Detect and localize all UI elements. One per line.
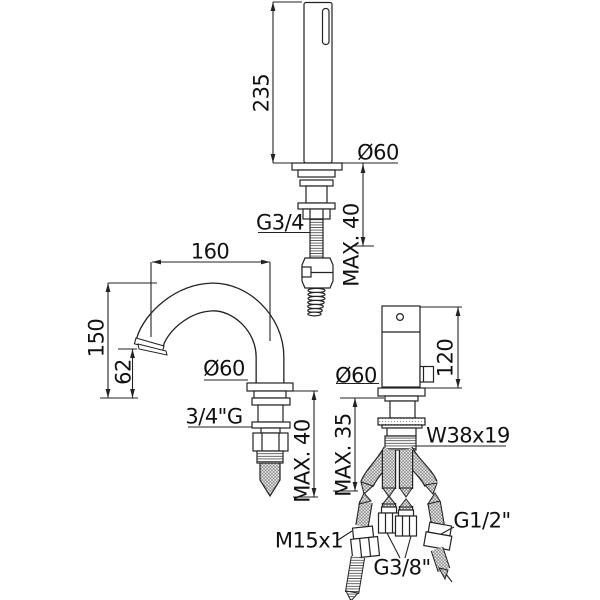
handshower-mounting-nut	[302, 208, 331, 220]
handshower-flex-hose	[307, 287, 326, 317]
dim-hose-g12: G1/2"	[453, 508, 511, 533]
dim-shower-max: MAX. 40	[339, 203, 364, 287]
mixer-diverter-knob	[419, 365, 435, 383]
leader-m15x1	[337, 530, 353, 541]
hose-nut-g38-right	[394, 509, 418, 537]
dim-hose-m15: M15x1	[274, 528, 344, 553]
spout-assembly	[133, 282, 294, 498]
mixer-assembly	[377, 305, 435, 451]
mixer-washer	[377, 417, 426, 426]
dim-spout-thread: 3/4"G	[185, 404, 243, 429]
spout-base-flange	[246, 382, 294, 392]
hose-fitting-g12	[423, 521, 453, 551]
dim-hose-g38: G3/8"	[373, 555, 431, 580]
dim-shower-diameter: Ø60	[357, 140, 399, 165]
handshower-base-flange	[291, 162, 343, 171]
dim-spout-height: 150	[84, 318, 109, 358]
hose-fitting-m15x1	[349, 525, 381, 559]
dimension-arrows	[105, 2, 461, 497]
mixer-base-flange	[377, 387, 426, 397]
handshower-washer	[299, 179, 334, 187]
spout-flex-hose	[259, 462, 281, 498]
dim-mixer-height: 120	[433, 338, 458, 378]
leader-g38-right	[404, 535, 412, 559]
dim-mixer-connection: W38x19	[426, 423, 510, 448]
mixer-handle-screw	[396, 313, 405, 322]
spout-washer	[251, 397, 291, 406]
dim-spout-outlet-height: 62	[111, 359, 136, 385]
dim-mixer-diameter: Ø60	[335, 363, 377, 388]
leader-g12	[440, 526, 455, 535]
spout-aerator	[137, 343, 168, 356]
dim-spout-diameter: Ø60	[203, 356, 245, 381]
spout-mounting-nut	[252, 432, 289, 452]
leader-g38-left	[386, 532, 401, 559]
hose-nut-g38-left	[377, 506, 401, 534]
handshower-threaded-shank	[309, 218, 324, 259]
dim-mixer-max: MAX. 35	[331, 413, 356, 497]
dim-spout-max: MAX. 40	[290, 419, 315, 503]
mixer-hoses	[344, 446, 453, 600]
handshower-spray-slot	[321, 7, 330, 46]
dim-spout-reach: 160	[190, 239, 230, 264]
spout-threaded-shank	[256, 450, 284, 464]
handshower-hose-union	[301, 257, 334, 289]
dim-shower-length: 235	[249, 73, 274, 113]
dim-shower-thread: G3/4	[255, 210, 305, 235]
handshower-assembly	[291, 1, 343, 317]
